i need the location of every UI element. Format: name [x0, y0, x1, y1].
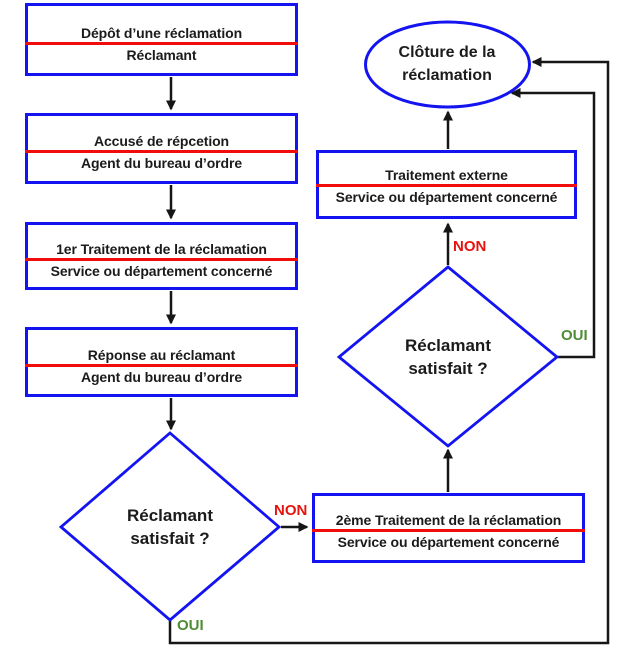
node-start-actor: Réclamant	[126, 47, 197, 63]
decision2-diamond	[336, 265, 560, 448]
node-second-treatment-actor: Service ou département concerné	[337, 534, 560, 550]
decision1-label-line1: Réclamant	[127, 506, 213, 525]
decision2-no-label: NON	[453, 238, 487, 255]
node-first-treatment-actor: Service ou département concerné	[50, 263, 273, 279]
node-ack-title: Accusé de répcetion	[93, 133, 230, 149]
node-first-treatment-title: 1er Traitement de la réclamation	[56, 241, 267, 257]
node-second-treatment-divider	[312, 529, 585, 532]
node-first-treatment-divider	[25, 258, 298, 261]
node-start: Dépôt d’une réclamation Réclamant	[25, 3, 298, 76]
node-external-treatment-title: Traitement externe	[385, 167, 508, 183]
node-external-treatment-actor: Service ou département concerné	[335, 189, 558, 205]
node-response-title: Réponse au réclamant	[87, 347, 236, 363]
node-first-treatment: 1er Traitement de la réclamation Service…	[25, 222, 298, 290]
node-response-divider	[25, 364, 298, 367]
edge-decision1-yes-to-closure	[168, 57, 610, 645]
closure-ellipse	[364, 20, 531, 109]
node-start-divider	[25, 42, 298, 45]
decision2-label: Réclamant satisfait ?	[368, 334, 528, 380]
decision2-label-line2: satisfait ?	[408, 359, 488, 378]
decision1-diamond	[58, 431, 282, 622]
node-start-title: Dépôt d’une réclamation	[80, 25, 243, 41]
node-second-treatment: 2ème Traitement de la réclamation Servic…	[312, 493, 585, 563]
decision1-no-label: NON	[274, 502, 308, 519]
decision2-yes-label: OUI	[561, 327, 588, 344]
node-response-actor: Agent du bureau d’ordre	[80, 369, 243, 385]
closure-label: Clôture de la réclamation	[367, 41, 527, 87]
decision1-yes-label: OUI	[177, 617, 204, 634]
node-ack-actor: Agent du bureau d’ordre	[80, 155, 243, 171]
node-ack-divider	[25, 150, 298, 153]
edge-decision2-yes-to-closure	[510, 88, 596, 359]
node-external-treatment-divider	[316, 184, 577, 187]
closure-label-line1: Clôture de la	[398, 44, 496, 61]
node-ack: Accusé de répcetion Agent du bureau d’or…	[25, 113, 298, 184]
decision1-label: Réclamant satisfait ?	[90, 504, 250, 550]
node-external-treatment: Traitement externe Service ou départemen…	[316, 150, 577, 219]
decision1-label-line2: satisfait ?	[130, 529, 210, 548]
node-response: Réponse au réclamant Agent du bureau d’o…	[25, 327, 298, 397]
closure-label-line2: réclamation	[402, 67, 492, 84]
node-second-treatment-title: 2ème Traitement de la réclamation	[335, 512, 562, 528]
decision2-label-line1: Réclamant	[405, 336, 491, 355]
